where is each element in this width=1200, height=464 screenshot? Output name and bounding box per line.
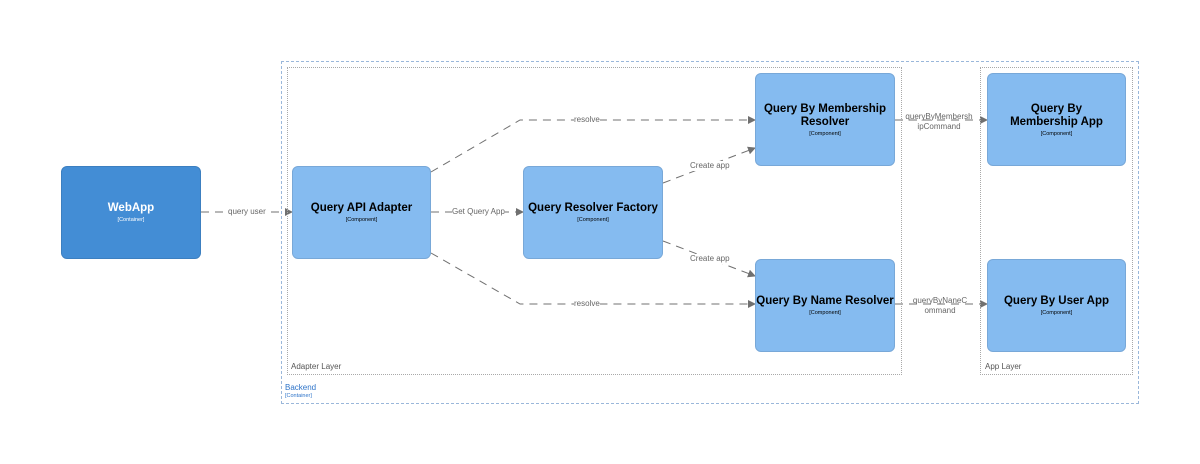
membership-resolver-node[interactable]: Query By Membership Resolver [Component] — [755, 73, 895, 166]
name-resolver-node[interactable]: Query By Name Resolver [Component] — [755, 259, 895, 352]
app-layer-boundary — [980, 67, 1133, 375]
membership-resolver-kind: [Component] — [809, 130, 841, 137]
edge-label-resolve-bottom: resolve — [574, 299, 600, 309]
user-app-node[interactable]: Query By User App [Component] — [987, 259, 1126, 352]
edge-label-resolve-top: resolve — [574, 115, 600, 125]
edge-adapter-to-name-resolver — [430, 252, 756, 308]
edge-adapter-to-membership-resolver — [430, 116, 756, 173]
query-resolver-factory-node[interactable]: Query Resolver Factory [Component] — [523, 166, 663, 259]
edge-label-get-query-app: Get Query App — [452, 207, 505, 217]
membership-app-title: Query By Membership App — [1010, 102, 1103, 128]
query-api-adapter-title: Query API Adapter — [310, 202, 413, 214]
query-resolver-factory-kind: [Component] — [577, 217, 609, 223]
query-api-adapter-kind: [Component] — [345, 217, 378, 223]
edge-label-query-user: query user — [228, 207, 266, 217]
adapter-layer-label: Adapter Layer — [291, 362, 342, 371]
edge-label-create-app-top: Create app — [690, 161, 730, 171]
name-resolver-kind: [Component] — [809, 310, 841, 316]
edge-label-create-app-bottom: Create app — [690, 254, 730, 264]
adapter-layer-boundary — [287, 67, 902, 375]
webapp-node[interactable]: WebApp [Container] — [61, 166, 201, 259]
membership-app-node[interactable]: Query By Membership App [Component] — [987, 73, 1126, 166]
webapp-title: WebApp — [107, 202, 155, 214]
backend-kind: [Container] — [285, 393, 312, 399]
webapp-kind: [Container] — [117, 217, 145, 223]
membership-resolver-title: Query By Membership Resolver — [763, 102, 887, 128]
query-api-adapter-node[interactable]: Query API Adapter [Component] — [292, 166, 431, 259]
edge-label-membership-command: queryByMembershipCommand — [905, 112, 973, 131]
name-resolver-title: Query By Name Resolver — [756, 295, 894, 307]
backend-boundary — [281, 61, 1139, 404]
app-layer-label: App Layer — [985, 362, 1022, 371]
backend-label: Backend — [285, 383, 317, 392]
edge-label-name-command: queryByNaneCommand — [912, 296, 968, 315]
query-resolver-factory-title: Query Resolver Factory — [528, 202, 658, 214]
user-app-title: Query By User App — [1003, 295, 1110, 307]
user-app-kind: [Component] — [1040, 310, 1073, 316]
membership-app-kind: [Component] — [1040, 130, 1073, 137]
